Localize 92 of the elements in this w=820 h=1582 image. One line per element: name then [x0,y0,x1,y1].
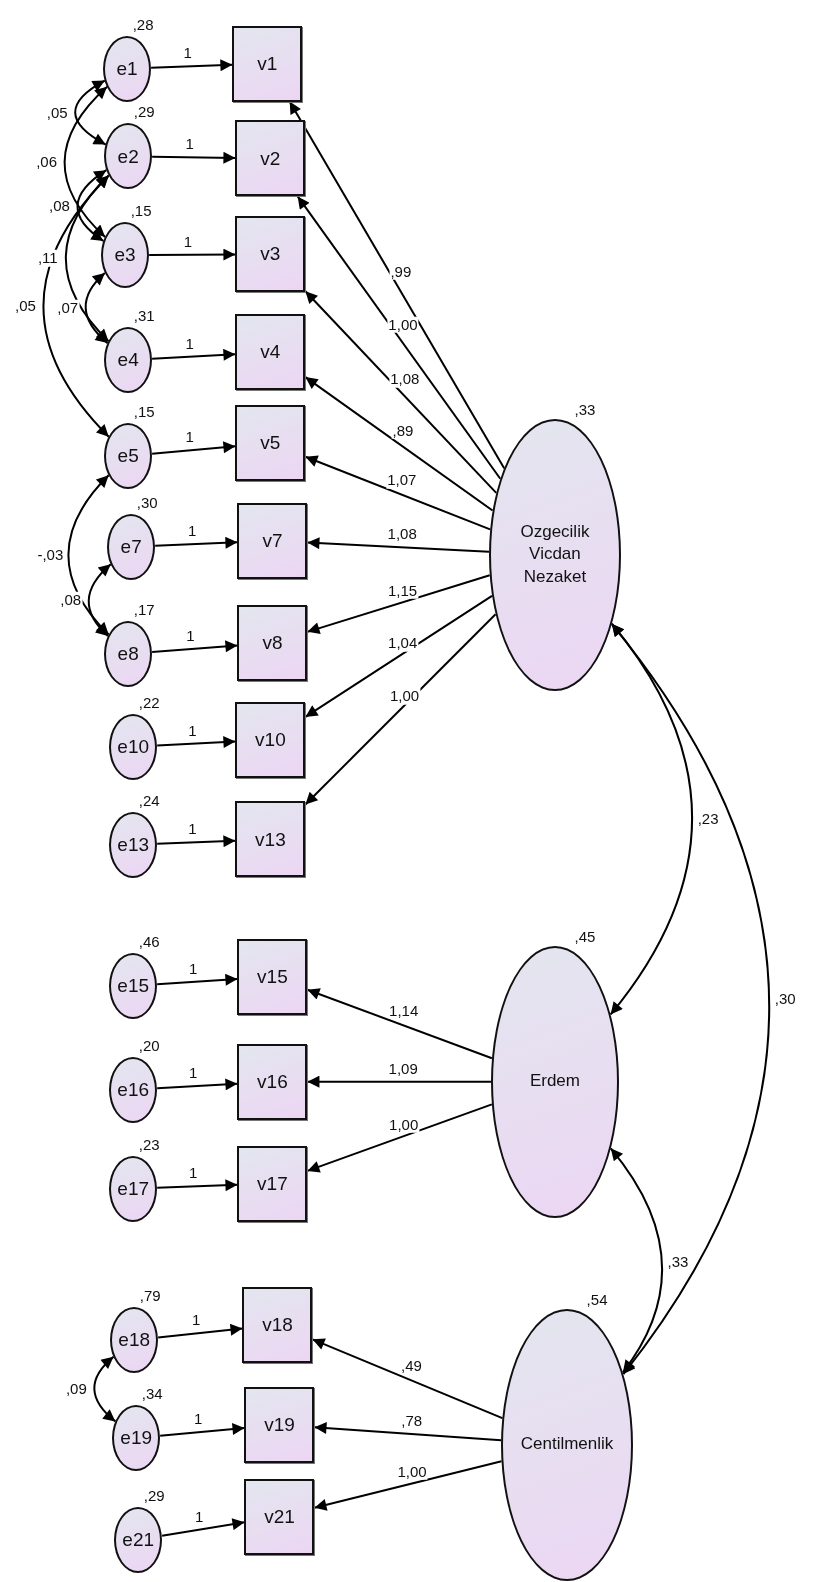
path-arrow [157,1323,244,1339]
variance-label: ,20 [138,1036,160,1054]
variance-label: ,22 [138,693,160,711]
covariance-arrow [609,622,694,1016]
variance-label: ,45 [574,927,596,945]
error-ellipse: e2 [104,123,153,190]
path-arrow [156,736,237,748]
path-arrow [296,195,502,480]
path-arrow [313,1460,503,1511]
variance-label: ,23 [138,1135,160,1153]
path-arrow [151,640,239,653]
covariance-arrow [610,623,771,1375]
variance-label: ,17 [133,600,155,618]
observed-variable-box: v3 [235,216,306,293]
variance-label: ,31 [133,306,155,324]
latent-variable-ellipse: Ozgecilik Vicdan Nezaket [488,418,621,691]
variance-label: ,46 [138,932,160,950]
path-arrow [156,1179,239,1192]
path-arrow [151,441,237,455]
path-arrow [161,1518,246,1537]
covariance-arrow [609,1147,663,1374]
observed-variable-box: v8 [237,604,308,681]
path-arrow [148,248,237,261]
variance-label: ,30 [136,493,158,511]
edge-label: 1,00 [387,316,419,333]
path-arrow [159,1423,246,1437]
observed-variable-box: v18 [242,1286,313,1363]
variance-label: ,28 [132,15,154,33]
path-arrow [154,536,239,549]
observed-variable-box: v1 [232,25,303,102]
error-ellipse: e5 [104,423,153,490]
path-arrow [151,151,237,164]
variance-label: ,29 [143,1486,165,1504]
observed-variable-box: v15 [237,938,308,1015]
covariance-arrow [63,85,109,238]
path-arrow [151,348,237,361]
variance-label: ,15 [133,402,155,420]
error-ellipse: e18 [110,1306,159,1373]
path-arrow [304,613,497,806]
path-arrow [306,537,490,553]
observed-variable-box: v17 [237,1145,308,1222]
error-ellipse: e15 [109,952,158,1019]
error-ellipse: e7 [107,513,156,580]
path-arrow [304,376,494,512]
observed-variable-box: v4 [235,314,306,391]
error-ellipse: e17 [109,1155,158,1222]
path-arrow [313,1422,503,1442]
path-arrow [306,1075,492,1088]
edge-label: 1,04 [387,635,419,652]
path-arrow [304,594,493,718]
observed-variable-box: v10 [235,701,306,778]
variance-label: ,34 [141,1384,163,1402]
edge-label: 1,00 [388,688,421,705]
observed-variable-box: v2 [235,120,306,197]
observed-variable-box: v13 [235,801,306,878]
error-ellipse: e21 [114,1506,163,1573]
edge-label: ,07 [56,299,80,317]
error-ellipse: e1 [103,35,152,102]
variance-label: ,15 [130,201,152,219]
covariance-arrow [93,1355,117,1423]
latent-variable-ellipse: Centilmenlik [501,1308,634,1581]
error-ellipse: e4 [104,327,153,394]
path-arrow [156,973,239,986]
error-ellipse: e8 [104,620,153,687]
path-arrow [156,1078,239,1091]
observed-variable-box: v21 [244,1478,315,1555]
error-ellipse: e13 [109,811,158,878]
variance-label: ,24 [138,791,160,809]
observed-variable-box: v5 [235,404,306,481]
covariance-arrow [74,79,107,146]
observed-variable-box: v19 [244,1386,315,1463]
covariance-arrow [67,474,110,636]
error-ellipse: e3 [101,222,150,289]
path-arrow [150,59,234,72]
path-arrow [304,290,498,494]
error-ellipse: e16 [109,1056,158,1123]
covariance-arrow [87,563,112,637]
error-ellipse: e19 [112,1404,161,1471]
edge-label: ,30 [773,991,797,1008]
covariance-arrow [42,174,110,438]
error-ellipse: e10 [109,713,158,780]
edge-label: ,11 [36,250,59,267]
variance-label: ,29 [133,102,155,120]
latent-variable-ellipse: Erdem [490,945,619,1218]
path-arrow [156,835,237,848]
edge-label: ,08 [59,591,83,609]
path-arrow [288,100,506,470]
observed-variable-box: v16 [237,1043,308,1120]
variance-label: ,79 [139,1286,161,1304]
observed-variable-box: v7 [237,502,308,579]
variance-label: ,33 [574,400,596,418]
variance-label: ,54 [586,1290,608,1308]
